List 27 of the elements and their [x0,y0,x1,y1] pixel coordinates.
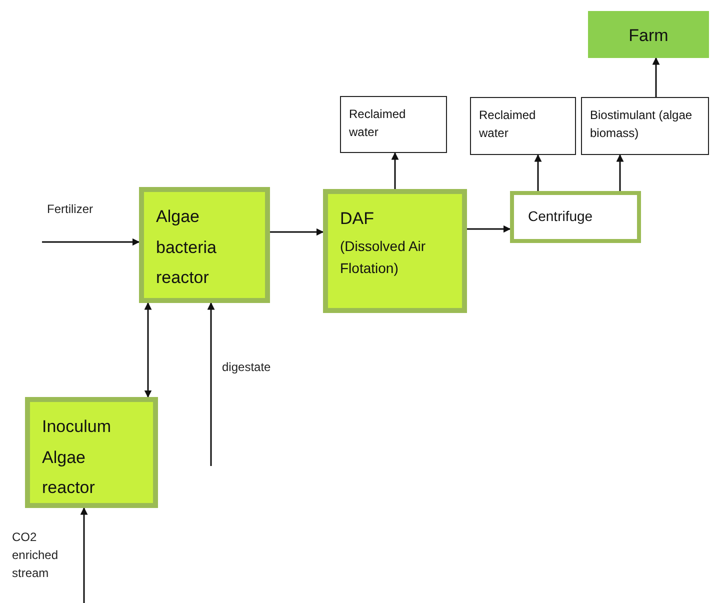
process-box [323,189,467,313]
process-box [25,397,158,508]
box-label: Reclaimed water [479,107,537,142]
arrow [652,57,660,97]
box-label: Centrifuge [528,207,594,226]
arrow [144,302,152,398]
arrow [391,152,399,189]
arrow [534,154,542,191]
box-label: Reclaimed water [349,106,407,141]
box-label: Algae bacteria reactor [156,206,218,290]
process-box [588,11,709,58]
output-box [581,97,709,155]
process-box [510,191,641,243]
box-label: Farm [628,25,670,47]
arrow [616,154,624,191]
box-label: Biostimulant (algae biomass) [590,107,694,142]
box-label: DAF [340,208,375,230]
output-box [470,97,576,155]
arrow [270,228,324,236]
process-box [139,187,270,303]
box-label: Inoculum Algae reactor [42,416,112,500]
arrow [42,238,140,246]
arrow [207,302,215,466]
box-label: (Dissolved Air Flotation) [340,236,427,278]
output-box [340,96,447,153]
arrow [467,225,511,233]
arrow [80,507,88,603]
